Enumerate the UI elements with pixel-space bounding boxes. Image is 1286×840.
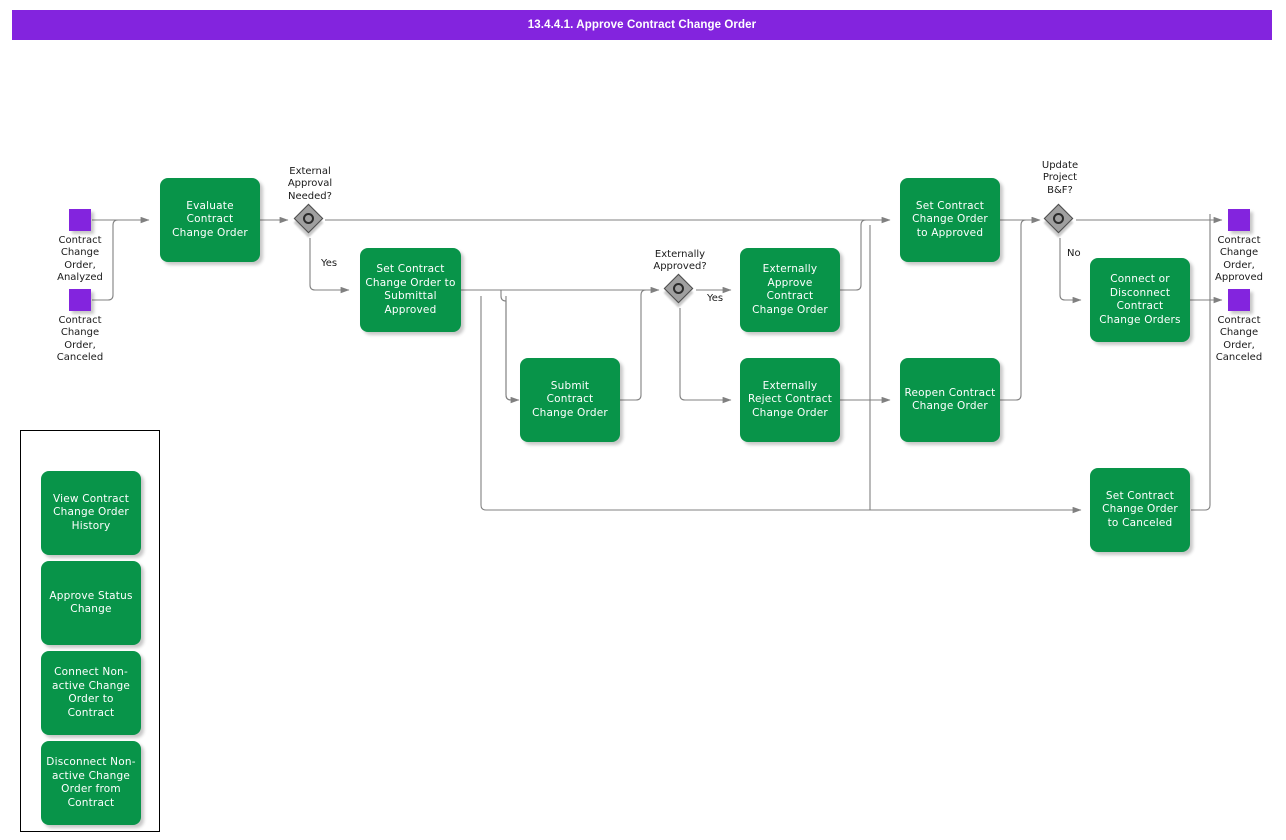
activity-submit-contract-change-order[interactable]: Submit Contract Change Order [520, 358, 620, 442]
gateway-external-approval-needed[interactable] [293, 203, 325, 235]
legend-item-label: Disconnect Non- active Change Order from… [46, 756, 136, 809]
gateway-caption-externally-approved: Externally Approved? [653, 249, 707, 273]
activity-externally-reject-contract-change-order[interactable]: Externally Reject Contract Change Order [740, 358, 840, 442]
gateway-inclusive-ring-icon [673, 283, 684, 294]
gateway-update-project-bf[interactable] [1043, 203, 1075, 235]
activity-set-contract-change-order-to-approved[interactable]: Set Contract Change Order to Approved [900, 178, 1000, 262]
gateway-caption-external-approval-needed: External Approval Needed? [287, 166, 333, 202]
activity-label: Evaluate Contract Change Order [172, 199, 248, 239]
start-event-label: Contract Change Order, Canceled [56, 315, 104, 363]
activity-label: Reopen Contract Change Order [904, 386, 996, 413]
gateway-externally-approved[interactable] [663, 273, 695, 305]
activity-externally-approve-contract-change-order[interactable]: Externally Approve Contract Change Order [740, 248, 840, 332]
activity-reopen-contract-change-order[interactable]: Reopen Contract Change Order [900, 358, 1000, 442]
activity-set-contract-change-order-to-submittal-approved[interactable]: Set Contract Change Order to Submittal A… [360, 248, 461, 332]
activity-label: Set Contract Change Order to Canceled [1102, 489, 1178, 529]
activity-label: Connect or Disconnect Contract Change Or… [1099, 273, 1181, 326]
activity-label: Externally Approve Contract Change Order [752, 263, 828, 316]
activity-label: Submit Contract Change Order [532, 379, 608, 419]
gateway-inclusive-ring-icon [303, 213, 314, 224]
event-marker-square [69, 209, 91, 231]
gateway-inclusive-ring-icon [1053, 213, 1064, 224]
end-event-label: Contract Change Order, Approved [1215, 235, 1263, 283]
legend-item-label: Connect Non- active Change Order to Cont… [51, 666, 131, 719]
legend-item-label: View Contract Change Order History [52, 492, 130, 532]
activity-evaluate-contract-change-order[interactable]: Evaluate Contract Change Order [160, 178, 260, 262]
activity-label: Set Contract Change Order to Approved [912, 199, 988, 239]
gateway-caption-update-project-bf: Update Project B&F? [1041, 160, 1079, 196]
legend-item-label: Approve Status Change [49, 589, 133, 616]
legend-item-disconnect-non-active-change-order-from-contract[interactable]: Disconnect Non- active Change Order from… [41, 741, 141, 825]
activity-label: Set Contract Change Order to Submittal A… [365, 263, 456, 316]
event-marker-square [1228, 289, 1250, 311]
legend-item-view-contract-change-order-history[interactable]: View Contract Change Order History [41, 471, 141, 555]
legend-item-connect-non-active-change-order-to-contract[interactable]: Connect Non- active Change Order to Cont… [41, 651, 141, 735]
activity-set-contract-change-order-to-canceled[interactable]: Set Contract Change Order to Canceled [1090, 468, 1190, 552]
activity-label: Externally Reject Contract Change Order [747, 379, 833, 419]
legend-panel: View Contract Change Order History Appro… [20, 430, 160, 832]
activity-connect-or-disconnect-contract-change-orders[interactable]: Connect or Disconnect Contract Change Or… [1090, 258, 1190, 342]
edge-label-yes-external-approval: Yes [321, 258, 338, 269]
start-event-label: Contract Change Order, Analyzed [57, 235, 103, 283]
event-marker-square [69, 289, 91, 311]
end-event-label: Contract Change Order, Canceled [1215, 315, 1263, 363]
edge-label-yes-externally-approved: Yes [707, 293, 724, 304]
edge-label-no-update-bf: No [1067, 248, 1081, 259]
legend-item-approve-status-change[interactable]: Approve Status Change [41, 561, 141, 645]
page-title-bar: 13.4.4.1. Approve Contract Change Order [12, 10, 1272, 40]
event-marker-square [1228, 209, 1250, 231]
page-title: 13.4.4.1. Approve Contract Change Order [527, 19, 757, 31]
